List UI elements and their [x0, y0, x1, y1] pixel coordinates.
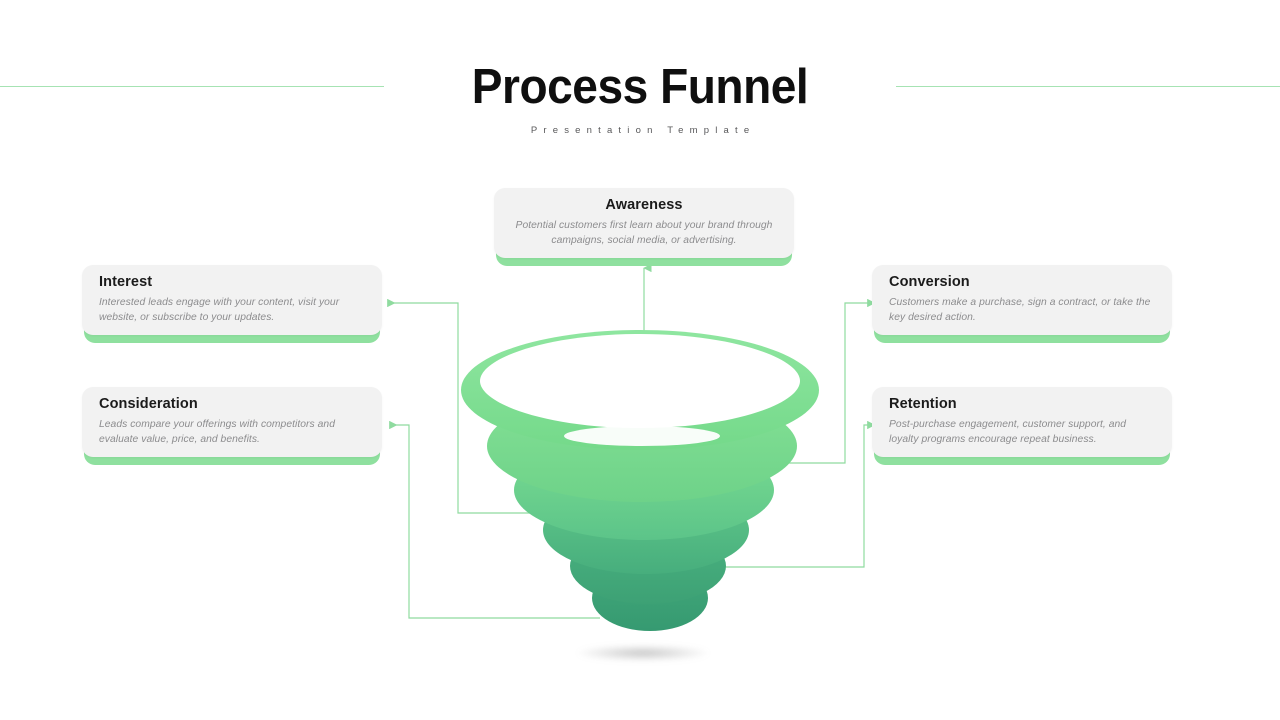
header-rule-left [0, 86, 384, 87]
card-title: Retention [889, 396, 957, 412]
stage-card-awareness[interactable]: Awareness Potential customers first lear… [494, 188, 794, 266]
card-title: Awareness [605, 197, 683, 213]
page-subtitle: Presentation Template [530, 125, 756, 136]
card-title: Consideration [99, 396, 198, 412]
card-title: Conversion [889, 274, 970, 290]
funnel-graphic [461, 330, 819, 631]
card-description: Leads compare your offerings with compet… [99, 419, 335, 446]
card-body: Awareness Potential customers first lear… [494, 188, 794, 258]
funnel-ring-1 [461, 330, 819, 450]
card-description: Interested leads engage with your conten… [99, 297, 340, 324]
stage-card-consideration[interactable]: Consideration Leads compare your offerin… [82, 387, 382, 465]
card-title: Interest [99, 274, 153, 290]
card-description: Customers make a purchase, sign a contra… [889, 297, 1151, 324]
card-body: Consideration Leads compare your offerin… [82, 387, 382, 457]
stage-card-interest[interactable]: Interest Interested leads engage with yo… [82, 265, 382, 343]
header-rule-right [896, 86, 1280, 87]
card-body: Conversion Customers make a purchase, si… [872, 265, 1172, 335]
card-description: Potential customers first learn about yo… [515, 220, 773, 247]
page-title: Process Funnel [471, 60, 809, 114]
card-body: Retention Post-purchase engagement, cust… [872, 387, 1172, 457]
stage-card-conversion[interactable]: Conversion Customers make a purchase, si… [872, 265, 1172, 343]
card-description: Post-purchase engagement, customer suppo… [889, 419, 1127, 446]
card-body: Interest Interested leads engage with yo… [82, 265, 382, 335]
funnel-drop-shadow [578, 645, 708, 661]
stage-card-retention[interactable]: Retention Post-purchase engagement, cust… [872, 387, 1172, 465]
